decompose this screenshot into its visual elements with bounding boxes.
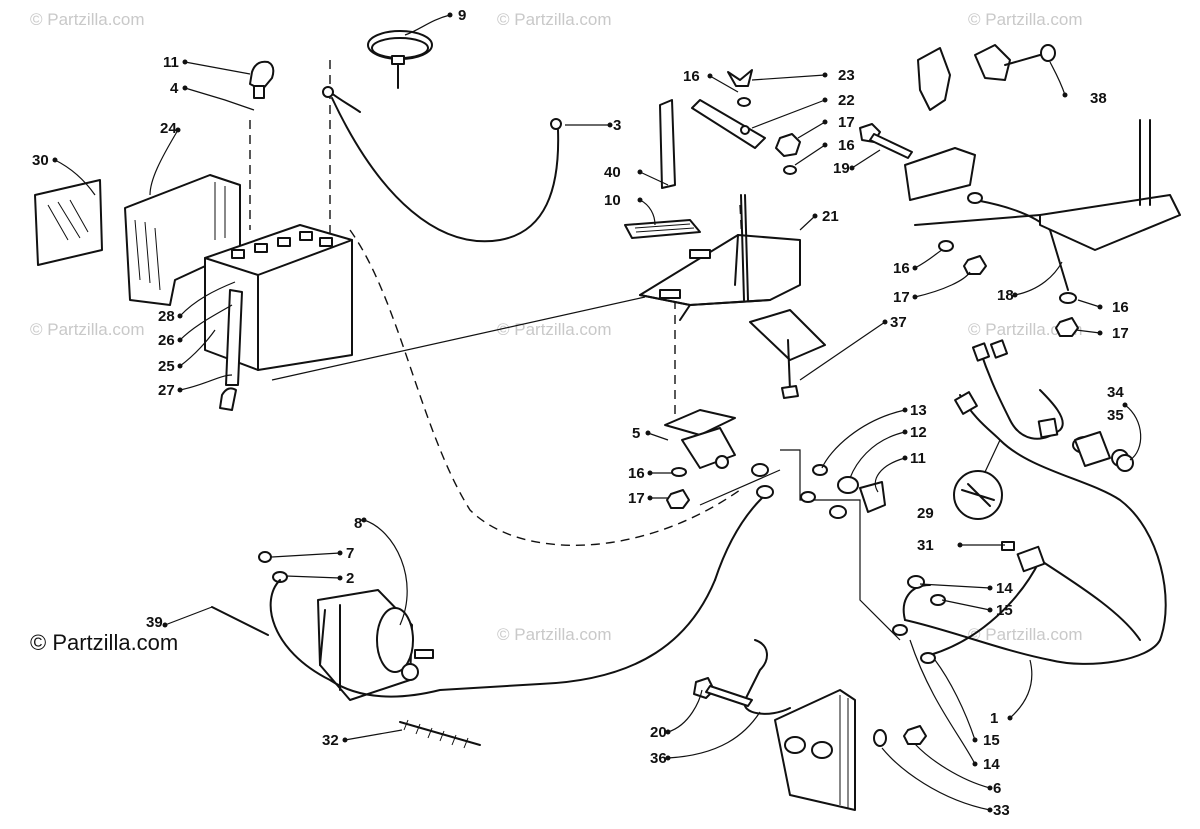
callout-40: 40 xyxy=(604,164,621,181)
battery-tray-part xyxy=(639,194,801,321)
solenoid-part xyxy=(664,409,736,509)
battery-part xyxy=(204,224,353,411)
callout-29: 29 xyxy=(917,505,934,522)
nut-washer-parts xyxy=(775,133,801,175)
watermark: © Partzilla.com xyxy=(30,10,145,29)
callout-17: 17 xyxy=(1112,325,1129,342)
callout-16: 16 xyxy=(683,68,700,85)
harness-guide-line xyxy=(780,449,901,641)
watermark: © Partzilla.com xyxy=(497,320,612,339)
callout-2: 2 xyxy=(346,570,354,587)
wiring-harness-part xyxy=(892,339,1167,665)
callout-12: 12 xyxy=(910,424,927,441)
watermark: © Partzilla.com xyxy=(968,625,1083,644)
callout-36: 36 xyxy=(650,750,667,767)
callout-37: 37 xyxy=(890,314,907,331)
hose-clamp-part xyxy=(367,30,433,89)
callout-15: 15 xyxy=(983,732,1000,749)
bulb-socket-part xyxy=(1074,431,1134,472)
relay-stud-line xyxy=(699,469,781,506)
strap-part xyxy=(659,99,676,189)
watermark: © Partzilla.com xyxy=(497,625,612,644)
callout-38: 38 xyxy=(1090,90,1107,107)
callout-32: 32 xyxy=(322,732,339,749)
ground-cable-route xyxy=(349,229,741,546)
watermark: © Partzilla.com xyxy=(968,10,1083,29)
copyright-label: © Partzilla.com xyxy=(30,630,178,655)
battery-cable-part xyxy=(322,86,562,243)
callout-30: 30 xyxy=(32,152,49,169)
callout-17: 17 xyxy=(628,490,645,507)
connector-inset-part xyxy=(953,439,1003,520)
callout-11: 11 xyxy=(910,450,926,467)
support-rod-part xyxy=(904,119,1181,337)
tray-pad-part xyxy=(624,219,701,239)
battery-pad-part xyxy=(34,179,103,266)
callout-39: 39 xyxy=(146,614,163,631)
callout-11: 11 xyxy=(163,54,179,71)
leader-lines xyxy=(54,14,1142,811)
callout-6: 6 xyxy=(993,780,1001,797)
callout-16: 16 xyxy=(628,465,645,482)
callout-labels: 9 11 4 24 30 3 16 23 22 17 16 19 40 10 2… xyxy=(32,7,1129,819)
bolt-part xyxy=(859,123,913,159)
callout-10: 10 xyxy=(604,192,621,209)
callout-31: 31 xyxy=(917,537,934,554)
callout-16: 16 xyxy=(838,137,855,154)
callout-14: 14 xyxy=(996,580,1013,597)
ground-cable-part xyxy=(539,463,774,685)
watermarks: © Partzilla.com © Partzilla.com © Partzi… xyxy=(30,10,1083,644)
leader-dots xyxy=(52,12,1128,813)
callout-25: 25 xyxy=(158,358,175,375)
callout-35: 35 xyxy=(1107,407,1124,424)
callout-5: 5 xyxy=(632,425,640,442)
callout-14: 14 xyxy=(983,756,1000,773)
callout-21: 21 xyxy=(822,208,839,225)
callout-9: 9 xyxy=(458,7,466,24)
callout-16: 16 xyxy=(893,260,910,277)
callout-33: 33 xyxy=(993,802,1010,819)
callout-28: 28 xyxy=(158,308,175,325)
small-fittings-part xyxy=(800,464,886,519)
callout-20: 20 xyxy=(650,724,667,741)
watermark: © Partzilla.com xyxy=(968,320,1083,339)
callout-8: 8 xyxy=(354,515,362,532)
callout-13: 13 xyxy=(910,402,927,419)
callout-27: 27 xyxy=(158,382,175,399)
mounting-bracket-part xyxy=(693,639,927,811)
callout-17: 17 xyxy=(893,289,910,306)
callout-22: 22 xyxy=(838,92,855,109)
starter-motor-part xyxy=(258,551,541,701)
callout-3: 3 xyxy=(613,117,621,134)
wire-loom-part xyxy=(211,606,481,749)
callout-17: 17 xyxy=(838,114,855,131)
callout-34: 34 xyxy=(1107,384,1124,401)
callout-23: 23 xyxy=(838,67,855,84)
callout-15: 15 xyxy=(996,602,1013,619)
callout-16: 16 xyxy=(1112,299,1129,316)
watermark: © Partzilla.com xyxy=(497,10,612,29)
callout-1: 1 xyxy=(990,710,998,727)
callout-4: 4 xyxy=(170,80,179,97)
clip-fastener-part xyxy=(917,44,1056,111)
callout-18: 18 xyxy=(997,287,1014,304)
callout-24: 24 xyxy=(160,120,177,137)
callout-19: 19 xyxy=(833,160,850,177)
mount-plate-part xyxy=(749,309,826,399)
callout-26: 26 xyxy=(158,332,175,349)
terminal-boot-part xyxy=(249,60,275,99)
watermark: © Partzilla.com xyxy=(30,320,145,339)
bracket-part xyxy=(691,69,766,149)
battery-to-tray-line xyxy=(271,296,646,381)
callout-7: 7 xyxy=(346,545,354,562)
